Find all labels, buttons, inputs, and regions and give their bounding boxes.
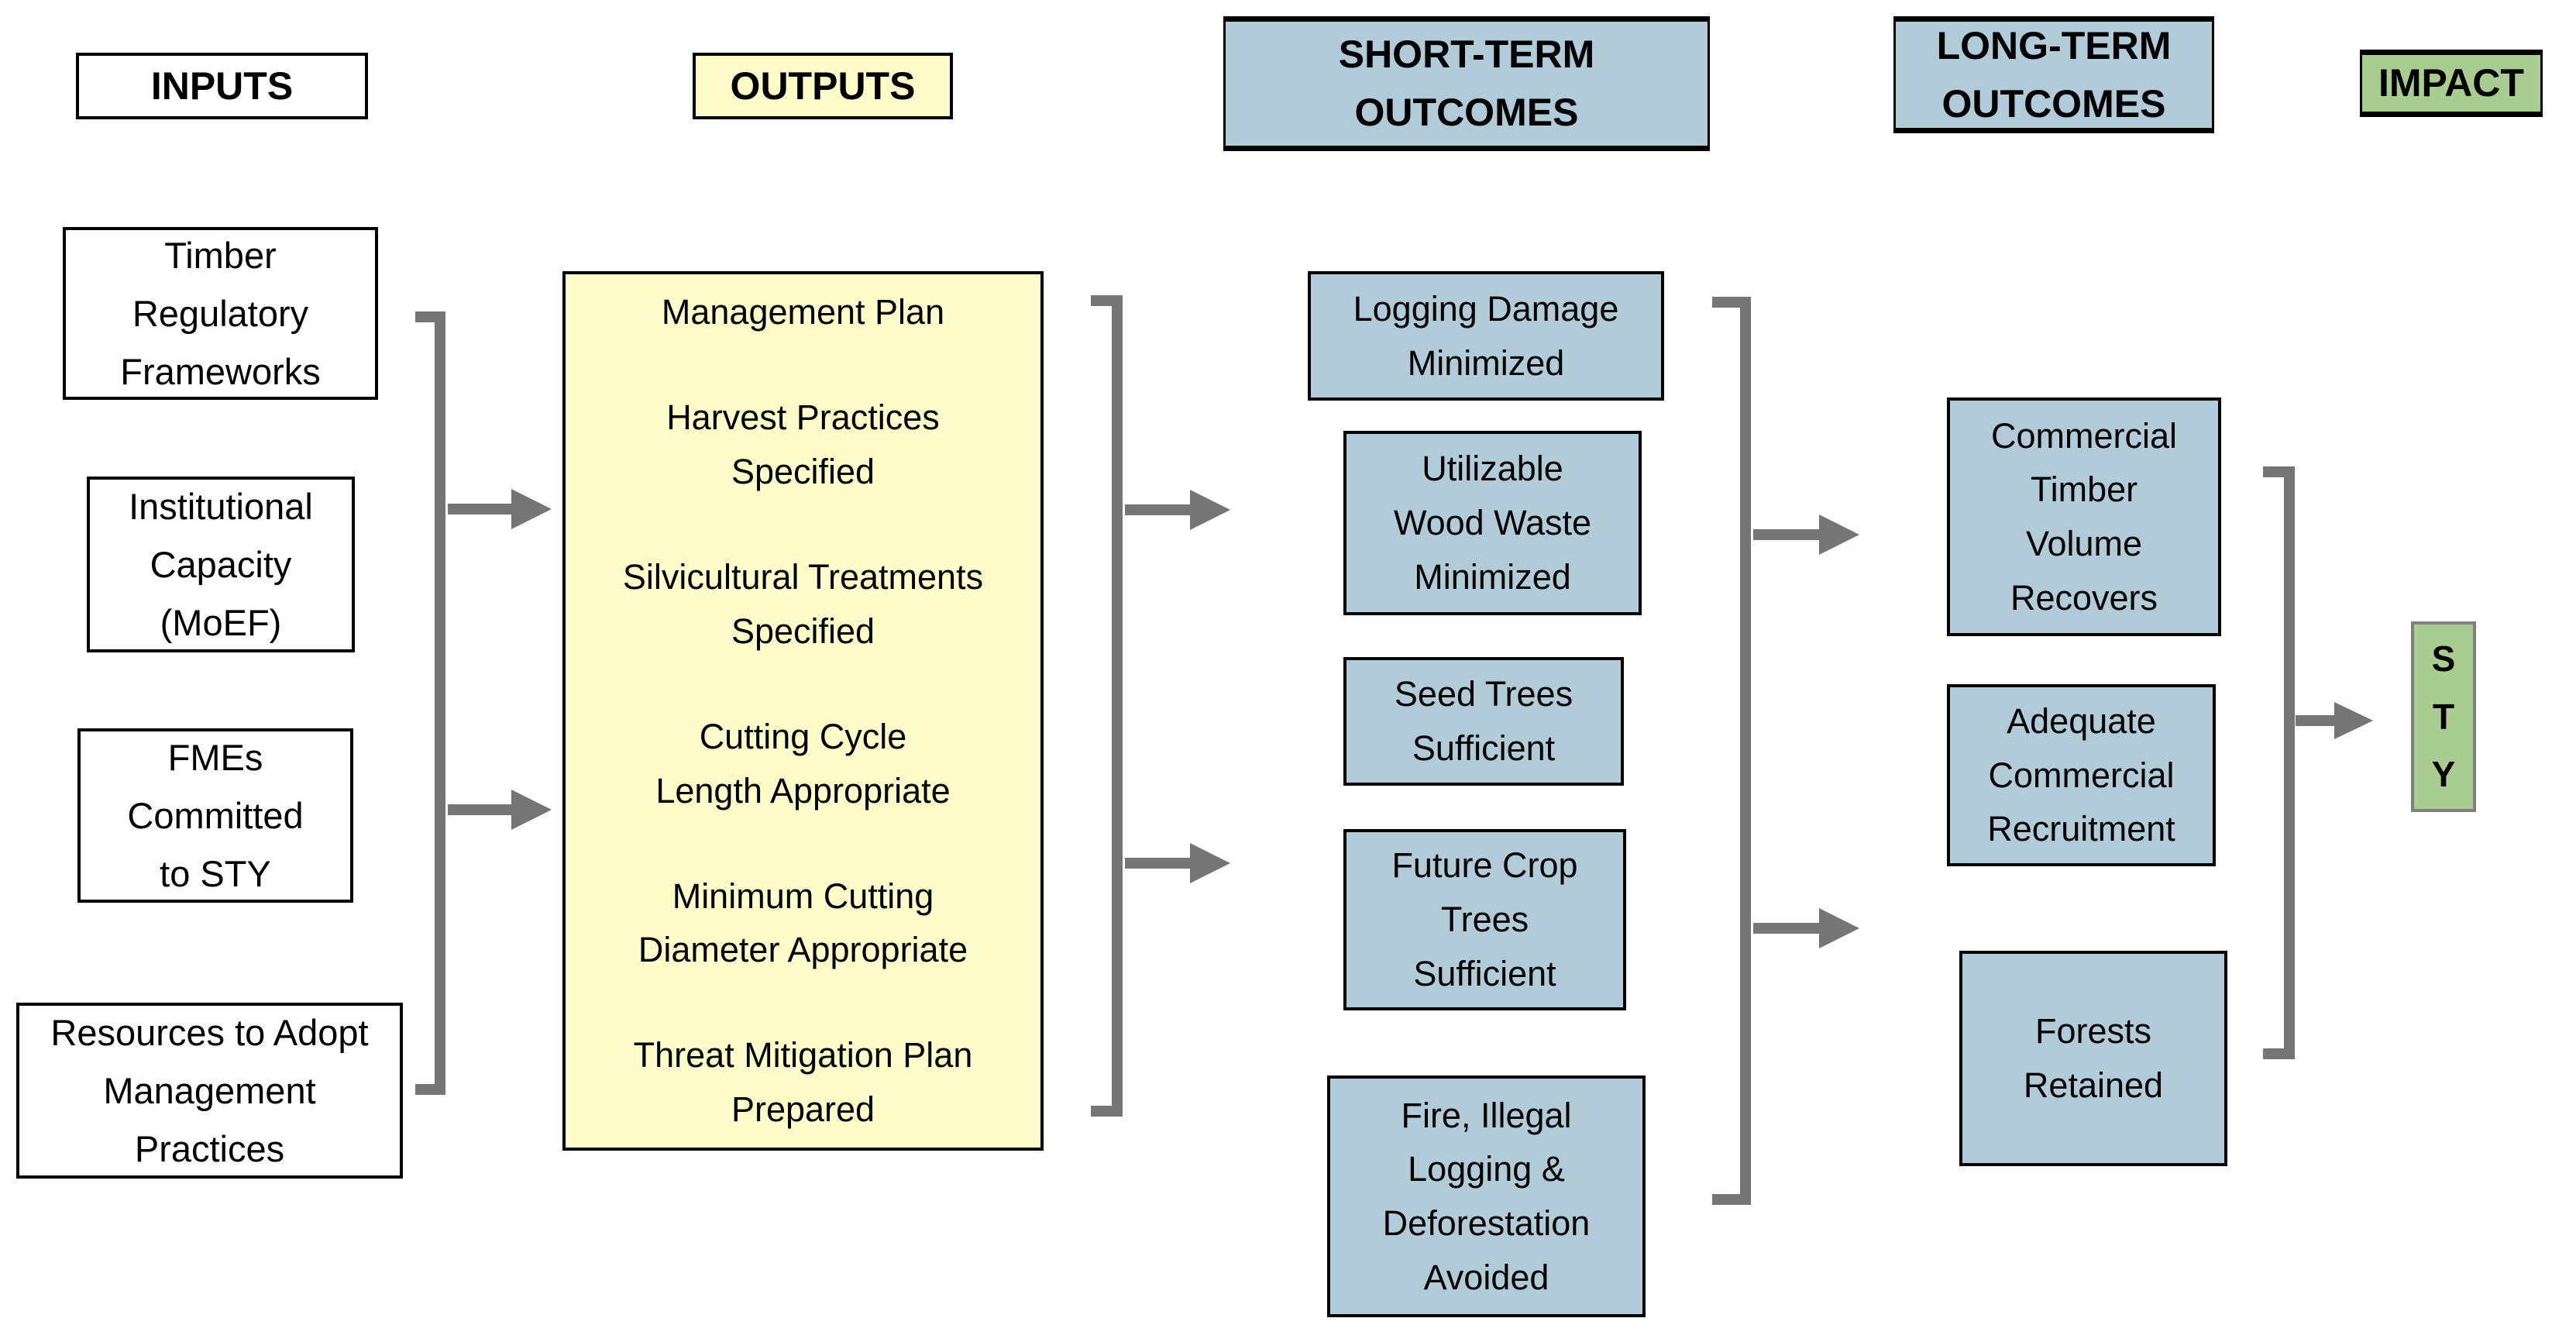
flow-arrow-outputs-2-head — [1190, 843, 1230, 883]
long-term-forests-retained: Forests Retained — [1959, 951, 2227, 1166]
short-term-seed-trees-sufficient: Seed Trees Sufficient — [1343, 657, 1624, 786]
bracket-long-term — [2263, 466, 2295, 1059]
outcome-label: Future Crop Trees Sufficient — [1391, 845, 1578, 993]
outcome-label: Logging Damage Minimized — [1353, 288, 1619, 383]
flow-arrow-inputs-2-head — [511, 790, 552, 830]
flow-arrow-stoutcomes-1-head — [1819, 515, 1859, 555]
outcome-label: Forests Retained — [2023, 1011, 2164, 1105]
outcome-label: Adequate Commercial Recruitment — [1987, 700, 2175, 849]
outcome-label: Fire, Illegal Logging & Deforestation Av… — [1382, 1095, 1591, 1297]
flow-arrow-outputs-1-head — [1190, 490, 1230, 530]
bracket-outputs — [1091, 295, 1123, 1117]
outcome-label: Utilizable Wood Waste Minimized — [1393, 449, 1592, 597]
bracket-short-term — [1712, 297, 1751, 1205]
input-label: FMEs Committed to STY — [127, 736, 304, 895]
impact-sty-label: S T Y — [2431, 638, 2456, 795]
output-silvicultural-treatments: Silvicultural Treatments Specified — [622, 556, 984, 651]
header-short-term-label: SHORT-TERM OUTCOMES — [1338, 33, 1595, 134]
input-resources-to-adopt-practices: Resources to Adopt Management Practices — [16, 1003, 403, 1179]
flow-arrow-inputs-1-head — [511, 489, 552, 529]
outcome-label: Seed Trees Sufficient — [1394, 674, 1573, 768]
short-term-logging-damage-minimized: Logging Damage Minimized — [1308, 271, 1664, 401]
output-management-plan: Management Plan — [661, 292, 945, 332]
input-timber-regulatory-frameworks: Timber Regulatory Frameworks — [63, 227, 378, 400]
long-term-adequate-recruitment: Adequate Commercial Recruitment — [1947, 684, 2216, 866]
output-minimum-cutting-diameter: Minimum Cutting Diameter Appropriate — [638, 876, 968, 970]
header-outputs-label: OUTPUTS — [730, 64, 916, 108]
impact-sty-box: S T Y — [2411, 621, 2476, 812]
outputs-panel: Management Plan Harvest Practices Specif… — [562, 271, 1044, 1151]
header-impact-label: IMPACT — [2378, 61, 2524, 105]
flow-arrow-stoutcomes-2-head — [1819, 908, 1859, 948]
output-harvest-practices: Harvest Practices Specified — [666, 398, 940, 491]
output-cutting-cycle: Cutting Cycle Length Appropriate — [655, 716, 951, 810]
input-label: Timber Regulatory Frameworks — [120, 234, 321, 393]
input-label: Institutional Capacity (MoEF) — [129, 485, 313, 644]
bracket-inputs — [415, 311, 445, 1095]
header-inputs: INPUTS — [76, 53, 368, 119]
short-term-wood-waste-minimized: Utilizable Wood Waste Minimized — [1343, 431, 1642, 615]
short-term-future-crop-trees: Future Crop Trees Sufficient — [1343, 829, 1626, 1010]
header-impact: IMPACT — [2360, 50, 2543, 117]
long-term-commercial-timber-recovers: Commercial Timber Volume Recovers — [1947, 398, 2221, 636]
outcome-label: Commercial Timber Volume Recovers — [1990, 415, 2178, 618]
input-institutional-capacity-moef: Institutional Capacity (MoEF) — [87, 477, 355, 652]
short-term-fire-illegal-logging-avoided: Fire, Illegal Logging & Deforestation Av… — [1327, 1075, 1646, 1317]
header-long-term-outcomes: LONG-TERM OUTCOMES — [1893, 16, 2214, 133]
header-long-term-label: LONG-TERM OUTCOMES — [1936, 23, 2172, 126]
header-short-term-outcomes: SHORT-TERM OUTCOMES — [1223, 16, 1710, 151]
flow-arrow-impact-head — [2334, 702, 2373, 739]
input-label: Resources to Adopt Management Practices — [50, 1011, 369, 1170]
header-inputs-label: INPUTS — [150, 64, 294, 108]
input-fmes-committed-to-sty: FMEs Committed to STY — [77, 728, 353, 903]
header-outputs: OUTPUTS — [693, 53, 953, 119]
output-threat-mitigation-plan: Threat Mitigation Plan Prepared — [633, 1035, 973, 1130]
